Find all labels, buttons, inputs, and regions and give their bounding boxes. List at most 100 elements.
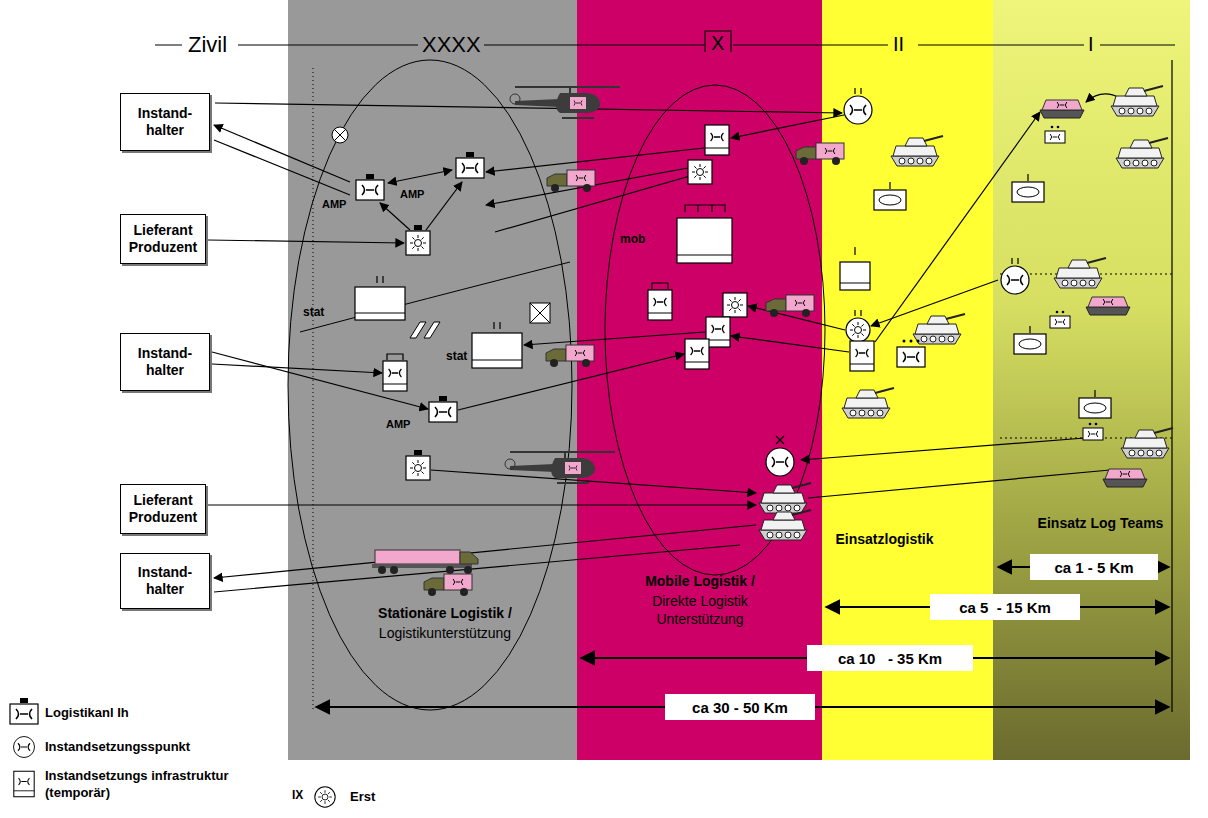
region-outlines xyxy=(288,60,572,710)
yellow-zone-symbols xyxy=(917,340,920,343)
yellow-zone-symbols xyxy=(855,88,861,94)
distance-arrows xyxy=(316,567,1169,707)
zone-label: Direkte Logistik Unterstützung xyxy=(625,592,775,628)
magenta-zone-symbols xyxy=(766,295,814,317)
flow-arrows xyxy=(212,364,382,373)
echelon-label: XXXX xyxy=(422,32,481,57)
text-slot: Einsatzlogistik xyxy=(827,530,942,548)
site-tag: AMP xyxy=(386,418,410,431)
flow-arrows xyxy=(214,125,350,182)
grey-zone-symbols xyxy=(377,276,383,283)
green-zone-symbols xyxy=(1094,390,1095,397)
magenta-zone-symbols xyxy=(685,205,725,212)
flow-arrows xyxy=(486,168,688,205)
flow-arrows xyxy=(731,336,849,352)
green-zone-symbols xyxy=(1001,266,1029,294)
legend-symbols xyxy=(315,787,335,807)
grey-zone-symbols xyxy=(530,303,550,323)
magenta-zone-symbols xyxy=(648,290,672,320)
grey-zone-symbols xyxy=(406,450,430,480)
region-outlines xyxy=(605,85,825,575)
region-outlines xyxy=(288,60,825,710)
green-zone-symbols xyxy=(1012,182,1044,202)
flow-arrows xyxy=(486,148,704,172)
green-zone-symbols xyxy=(1001,86,1173,487)
flow-arrows xyxy=(731,115,844,138)
flow-arrows xyxy=(214,140,350,195)
grey-zone-symbols xyxy=(334,129,346,141)
distance-label: ca 5 - 15 Km xyxy=(959,599,1051,616)
green-zone-symbols xyxy=(1086,297,1130,315)
legend-entry: Instandsetzungs infrastruktur (temporär) xyxy=(45,768,235,802)
magenta-zone-symbols xyxy=(546,345,594,367)
magenta-zone-symbols xyxy=(723,293,747,317)
site-tag: AMP xyxy=(322,198,346,211)
label-slot: stat xyxy=(446,350,467,364)
distance-box: ca 30 - 50 Km xyxy=(665,694,815,720)
yellow-zone-symbols xyxy=(844,96,872,124)
yellow-zone-symbols xyxy=(840,262,870,290)
legend-text: Erst xyxy=(350,789,375,806)
green-zone-symbols xyxy=(1103,469,1147,487)
actor-box: Instand- halter xyxy=(120,333,210,391)
text-slot: Mobile Logistik / xyxy=(610,572,790,590)
grey-zone-symbols xyxy=(530,303,550,323)
box-label: Lieferant Produzent xyxy=(125,492,201,527)
magenta-zone-symbols xyxy=(759,510,811,540)
yellow-zone-symbols xyxy=(897,347,925,367)
label-slot: AMP xyxy=(386,418,410,431)
zone-label: Logistikunterstützung xyxy=(360,624,530,642)
grey-zone-symbols xyxy=(472,333,522,368)
grey-zone-symbols xyxy=(424,574,472,596)
green-zone-symbols xyxy=(1111,86,1163,116)
grey-zone-symbols xyxy=(410,322,440,338)
yellow-zone-symbols xyxy=(842,388,894,418)
flow-arrows xyxy=(458,354,684,410)
flow-arrows xyxy=(208,240,404,243)
magenta-zone-symbols xyxy=(685,339,709,369)
green-zone-symbols xyxy=(1083,423,1103,440)
legend-entry: Instandsetzungsspunkt xyxy=(45,739,190,756)
green-zone-symbols xyxy=(1027,174,1028,181)
magenta-zone-symbols xyxy=(652,283,668,289)
flow-arrows xyxy=(1086,94,1120,102)
flow-arrows xyxy=(808,470,1110,498)
legend-symbols xyxy=(10,698,335,807)
legend-text: Logistikanl Ih xyxy=(45,705,129,722)
frame-lines xyxy=(1000,274,1175,438)
green-zone-symbols xyxy=(1040,100,1084,118)
actor-box: Lieferant Produzent xyxy=(120,214,206,264)
grey-zone-symbols xyxy=(356,174,384,200)
flow-arrows xyxy=(875,112,1040,342)
actor-box: Instand- halter xyxy=(120,553,210,609)
grey-zone-symbols xyxy=(429,396,457,422)
yellow-zone-symbols xyxy=(846,318,870,342)
distance-label: ca 1 - 5 Km xyxy=(1054,559,1133,576)
grey-zone-symbols xyxy=(355,287,405,320)
magenta-zone-symbols xyxy=(705,125,729,155)
legend-symbols xyxy=(10,698,38,724)
green-zone-symbols xyxy=(1054,258,1106,288)
green-zone-symbols xyxy=(1121,428,1173,458)
frame-lines xyxy=(155,44,1175,45)
legend-prefix: IX xyxy=(292,789,303,803)
yellow-zone-symbols xyxy=(840,283,870,284)
frame-lines xyxy=(313,68,314,712)
distance-box: ca 10 - 35 Km xyxy=(807,645,973,671)
echelon-label: II xyxy=(893,33,904,56)
grey-zone-symbols xyxy=(355,313,405,314)
yellow-zone-symbols xyxy=(796,88,965,418)
text-slot: Stationäre Logistik / xyxy=(360,604,530,622)
label-slot: XXXX xyxy=(422,32,481,57)
flow-arrows xyxy=(208,504,756,505)
label-slot: I xyxy=(1088,33,1094,56)
label-slot: stat xyxy=(303,306,324,320)
distance-label: ca 30 - 50 Km xyxy=(692,699,788,716)
legend-symbols xyxy=(14,737,35,758)
flow-arrows xyxy=(212,352,428,409)
magenta-zone-symbols xyxy=(706,317,730,347)
distance-arrows xyxy=(316,706,1169,708)
frame-lines xyxy=(1171,60,1172,712)
flow-arrows xyxy=(426,182,462,230)
